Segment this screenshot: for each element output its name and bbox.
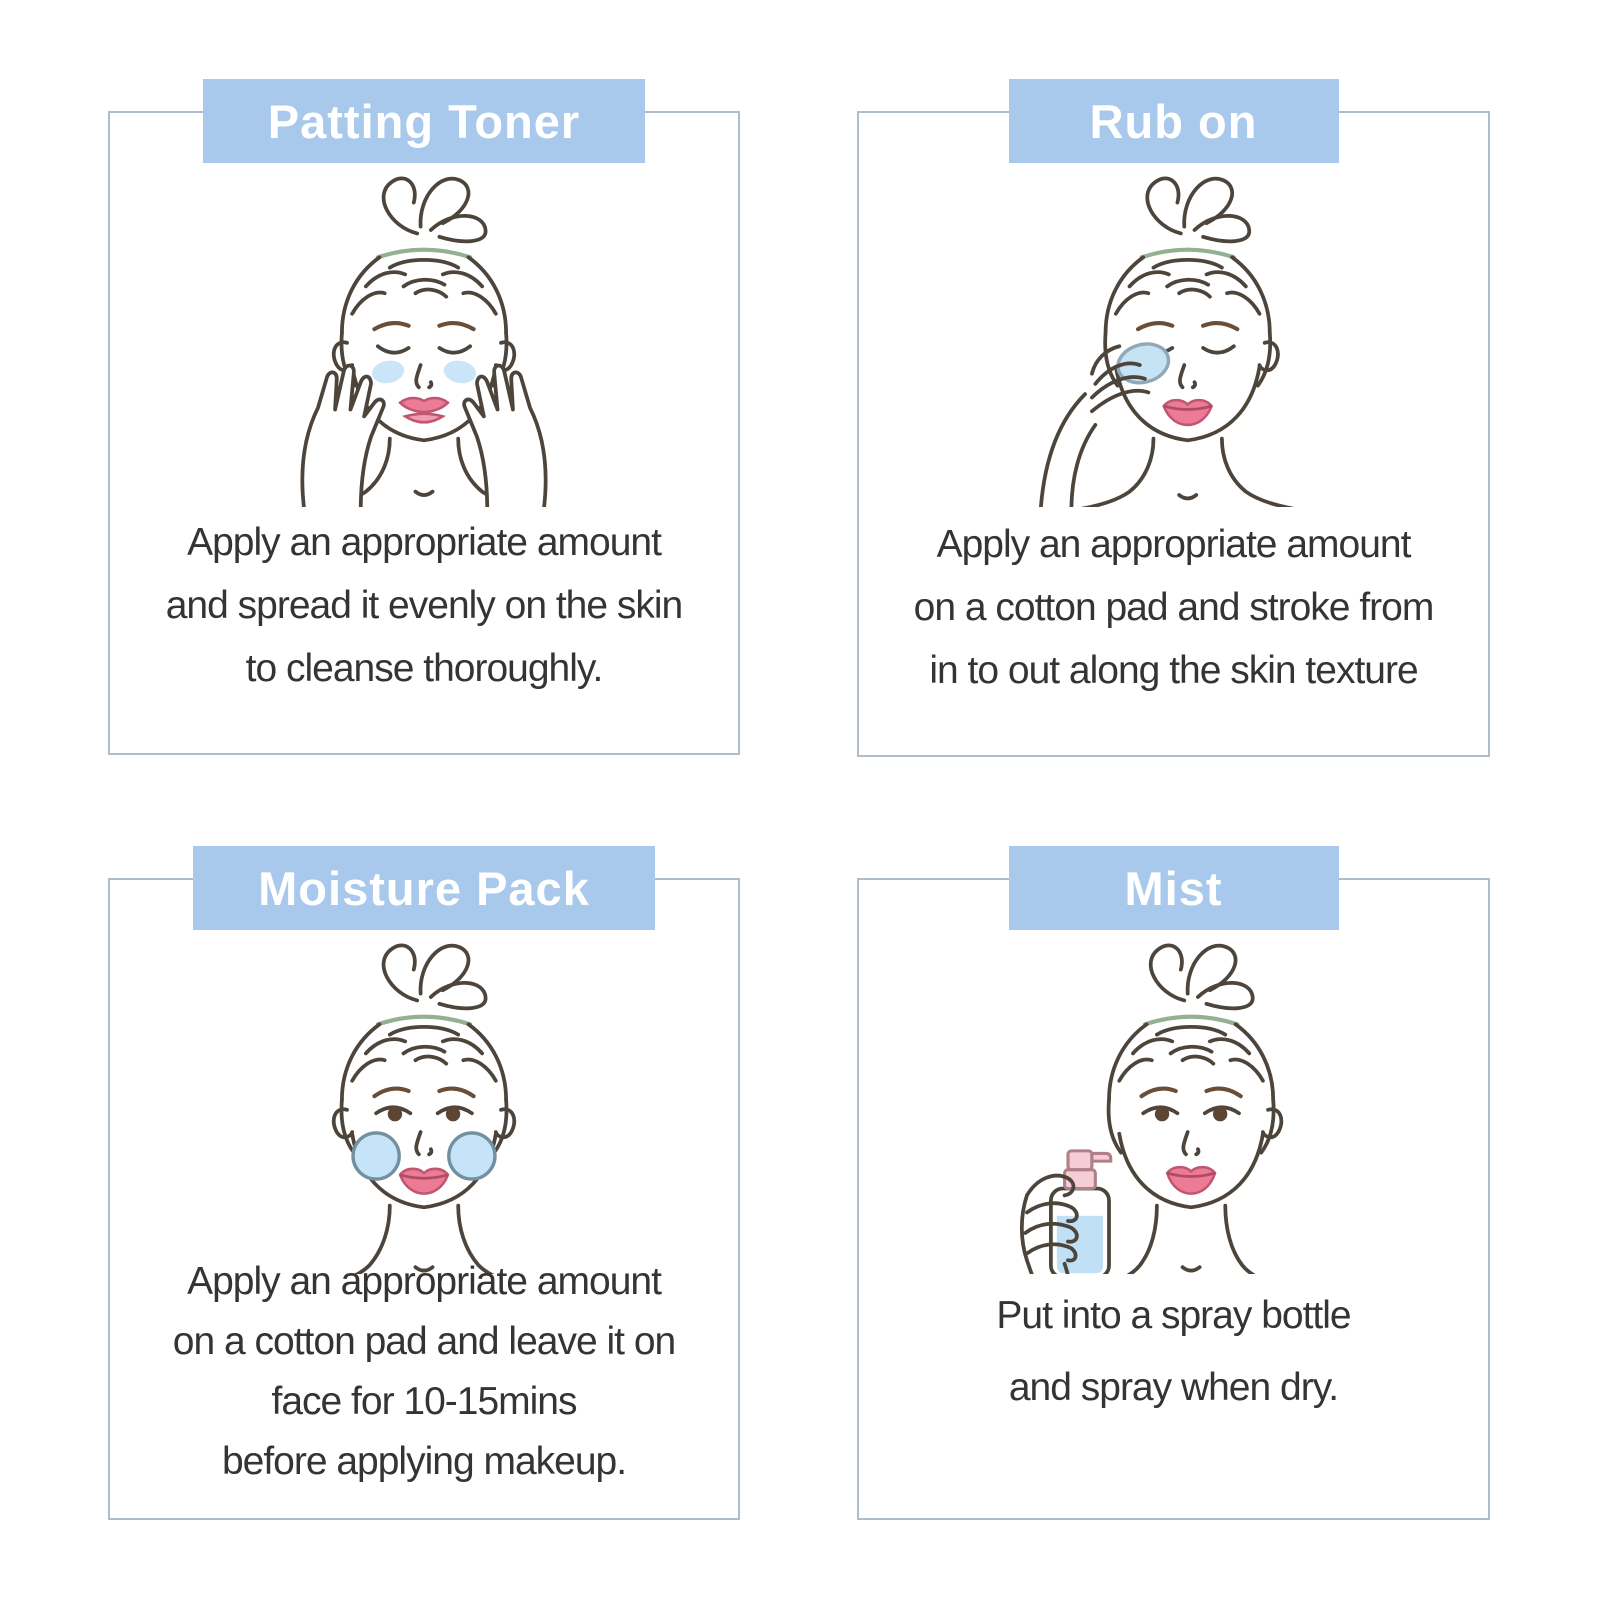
instruction-line: and spread it evenly on the skin [165,584,684,627]
instruction-line: on a cotton pad and stroke from [913,586,1435,629]
instruction-text: Apply an appropriate amount and spread i… [110,511,738,700]
patting-toner-drawing [300,176,548,507]
instruction-text: Apply an appropriate amount on a cotton … [859,513,1488,702]
woman-patting-face-illustration [253,165,595,507]
panel-title-banner: Rub on [1008,79,1339,163]
spray-bottle-icon [1019,1149,1112,1274]
instruction-line: Put into a spray bottle [996,1294,1351,1337]
instruction-line: in to out along the skin texture [929,649,1418,692]
woman-with-spray-bottle-illustration [1003,932,1345,1274]
instruction-line: Apply an appropriate amount [187,521,662,564]
rub-on-drawing [1038,176,1294,507]
instruction-line: before applying makeup. [221,1440,627,1483]
instruction-line: on a cotton pad and leave it on [172,1320,676,1363]
instruction-text: Put into a spray bottle and spray when d… [859,1280,1488,1424]
panel-mist: Mist [857,846,1490,1520]
instruction-text: Apply an appropriate amount on a cotton … [110,1252,738,1492]
mist-drawing [1019,943,1283,1274]
instruction-line: Apply an appropriate amount [936,523,1412,566]
panel-patting-toner: Patting Toner [108,79,740,755]
panel-moisture-pack: Moisture Pack [108,846,740,1520]
panel-title-banner: Patting Toner [203,79,645,163]
panel-title-banner: Moisture Pack [193,846,655,930]
moisture-pack-drawing [331,943,517,1274]
panel-title-banner: Mist [1008,846,1339,930]
instruction-line: and spray when dry. [1008,1366,1339,1409]
woman-with-cheek-pads-illustration [253,932,595,1274]
instruction-line: to cleanse thoroughly. [245,647,604,690]
instruction-line: face for 10-15mins [271,1380,578,1423]
panel-rub-on: Rub on [857,79,1490,757]
instruction-line: Apply an appropriate amount [187,1260,662,1303]
woman-with-cotton-pad-illustration [1003,165,1345,507]
